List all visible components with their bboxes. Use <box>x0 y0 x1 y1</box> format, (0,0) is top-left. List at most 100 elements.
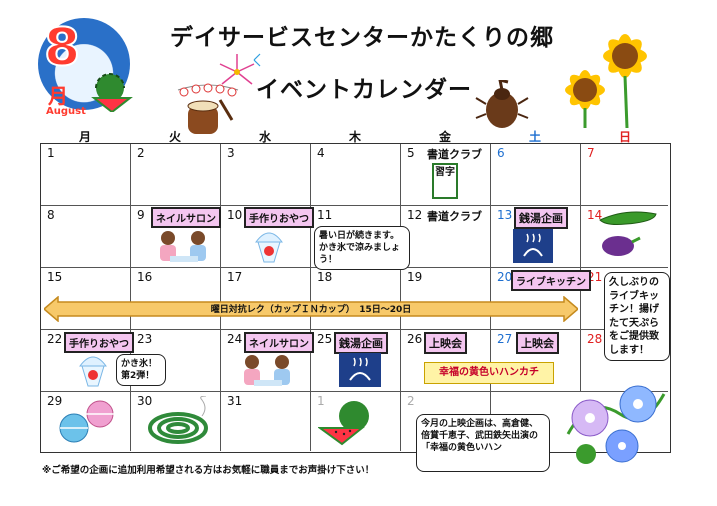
sunflower-icon <box>565 34 647 128</box>
shodo-sign-icon: 習字 <box>432 163 458 199</box>
calendar-cell: 18 <box>311 268 401 330</box>
month-number: 8 <box>43 18 81 78</box>
day-number: 13 <box>497 208 513 222</box>
calendar-cell: 12 <box>401 206 491 268</box>
nail-salon-people-icon <box>160 231 206 262</box>
month-english: August <box>46 106 86 117</box>
day-number: 6 <box>497 146 505 160</box>
weekday-tue: 火 <box>168 130 181 144</box>
day-number: 23 <box>137 332 153 346</box>
day-number: 29 <box>47 394 63 408</box>
calendar-cell: 2 <box>131 144 221 206</box>
calendar-cell: 4 <box>311 144 401 206</box>
bathhouse-noren-icon <box>513 229 553 263</box>
day-number: 14 <box>587 208 603 222</box>
day-number: 10 <box>227 208 243 222</box>
weekday-fri: 金 <box>438 130 451 144</box>
day-number: 11 <box>317 208 333 222</box>
event-movie-26: 上映会 <box>424 332 467 354</box>
event-sento-13: 銭湯企画 <box>514 207 568 229</box>
morning-glory-icon <box>566 385 666 464</box>
day-number: 31 <box>227 394 243 408</box>
day-number: 2 <box>407 394 415 408</box>
day-number: 19 <box>407 270 423 284</box>
nail-salon-people-icon-2 <box>244 355 290 386</box>
day-number: 20 <box>497 270 513 284</box>
day-number: 8 <box>47 208 55 222</box>
calendar-cell: 5 <box>401 144 491 206</box>
footnote: ※ご希望の企画に追加利用希望される方はお気軽に職員までお声掛け下さい！ <box>42 465 375 476</box>
event-nail-24: ネイルサロン <box>244 332 314 353</box>
day-number: 1 <box>47 146 55 160</box>
calendar-cell: 29 <box>41 392 131 451</box>
calendar-cell: 15 <box>41 268 131 330</box>
day-number: 12 <box>407 208 423 222</box>
event-oyatsu-22: 手作りおやつ <box>64 332 134 353</box>
day-number: 2 <box>137 146 145 160</box>
day-number: 18 <box>317 270 333 284</box>
day-number: 15 <box>47 270 63 284</box>
day-number: 27 <box>497 332 513 346</box>
day-number: 5 <box>407 146 415 160</box>
calendar-cell: 31 <box>221 392 311 451</box>
day-number: 16 <box>137 270 153 284</box>
calendar-cell: 13 <box>491 206 581 268</box>
calendar-cell: 1 <box>311 392 401 451</box>
calendar-cell: 26 <box>401 330 491 392</box>
speech-bubble-kakigori-2: かき氷！第2弾！ <box>116 354 166 387</box>
speech-bubble-movie-info: 今月の上映企画は、高倉健、倍賞千恵子、武田鉄矢出演の「幸福の黄色いハン <box>416 414 550 472</box>
cucumber-eggplant-icon <box>599 211 657 256</box>
watermelon-slice-icon <box>318 401 369 446</box>
event-shodo-12: 書道クラブ <box>427 210 482 223</box>
movie-title-banner: 幸福の黄色いハンカチ <box>424 362 554 384</box>
calendar-cell: 6 <box>491 144 581 206</box>
shaved-ice-icon-2 <box>79 356 107 387</box>
event-nail-9: ネイルサロン <box>151 207 221 228</box>
calendar-cell: 30 <box>131 392 221 451</box>
day-number: 3 <box>227 146 235 160</box>
watermelon-icon <box>91 73 133 112</box>
weekday-sun: 日 <box>618 130 631 144</box>
speech-bubble-kakigori: 暑い日が続きます。かき氷で涼みましょう！ <box>314 226 410 271</box>
calendar-cell: 24 <box>221 330 311 392</box>
arrow-event-label: 曜日対抗レク（カップＩＮカップ） 15日～20日 <box>210 305 412 315</box>
calendar-cell: 17 <box>221 268 311 330</box>
bathhouse-noren-icon-2 <box>339 353 381 387</box>
water-balloon-icon <box>59 400 114 443</box>
calendar-cell: 23 <box>131 330 221 392</box>
day-number: 4 <box>317 146 325 160</box>
weekday-thu: 木 <box>348 130 361 144</box>
event-oyatsu-10: 手作りおやつ <box>244 207 314 228</box>
day-number: 24 <box>227 332 243 346</box>
fireworks-icon <box>219 53 261 85</box>
weekday-sat: 土 <box>528 130 541 144</box>
event-shodo-5: 書道クラブ <box>427 148 482 161</box>
day-number: 25 <box>317 332 333 346</box>
calendar-cell: 19 <box>401 268 491 330</box>
taiko-drum-icon <box>177 83 239 134</box>
event-sento-25: 銭湯企画 <box>334 332 388 354</box>
calendar-cell: 14 <box>581 206 668 268</box>
calendar-cell: 27 <box>491 330 581 392</box>
calendar-cell: 8 <box>41 206 131 268</box>
month-badge: 8 月 August <box>38 18 133 118</box>
calendar-cell: 20 <box>491 268 581 330</box>
page-title: デイサービスセンターかたくりの郷 <box>170 25 554 51</box>
event-period-arrow <box>44 296 578 322</box>
calendar-cell: 16 <box>131 268 221 330</box>
weekday-mon: 月 <box>78 130 91 144</box>
day-number: 28 <box>587 332 603 346</box>
day-number: 22 <box>47 332 63 346</box>
calendar-cell: 3 <box>221 144 311 206</box>
mosquito-coil-icon <box>148 396 208 444</box>
day-number: 9 <box>137 208 145 222</box>
calendar-cell: 10 <box>221 206 311 268</box>
day-number: 1 <box>317 394 325 408</box>
calendar-cell: 25 <box>311 330 401 392</box>
day-number: 30 <box>137 394 153 408</box>
page-subtitle: イベントカレンダー <box>256 77 472 103</box>
speech-bubble-live-kitchen: 久しぶりのライブキッチン！揚げたて天ぷらをご提供致します！ <box>604 272 670 361</box>
weekday-wed: 水 <box>258 130 271 144</box>
calendar-cell: 7 <box>581 144 668 206</box>
day-number: 7 <box>587 146 595 160</box>
